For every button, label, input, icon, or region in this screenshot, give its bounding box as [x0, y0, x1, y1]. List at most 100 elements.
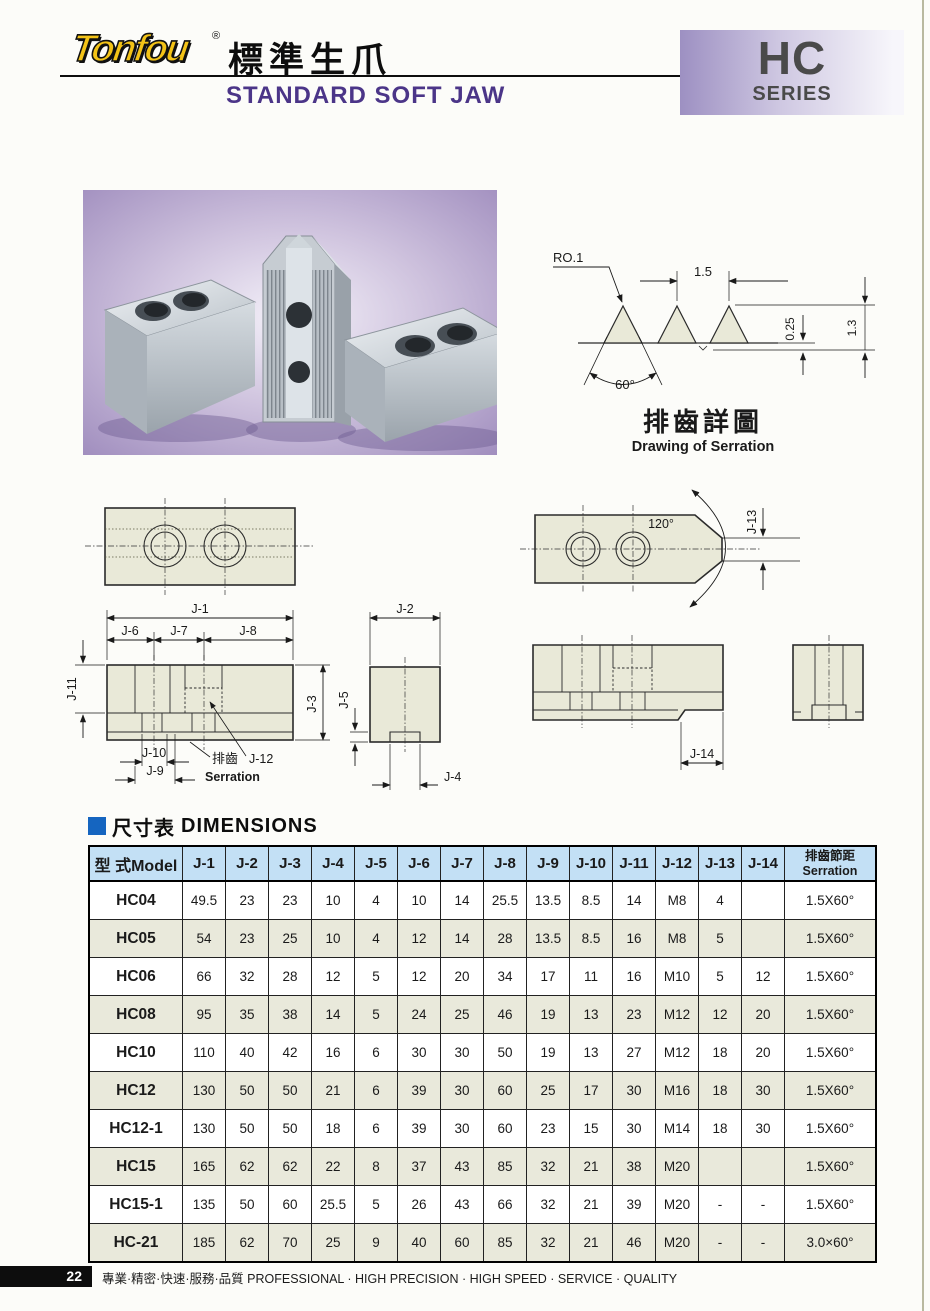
j-header-cell: J-3 [268, 845, 312, 882]
value-cell: 39 [397, 1109, 441, 1148]
series-label: SERIES [752, 83, 832, 105]
value-cell: 50 [268, 1071, 312, 1110]
serration-cell: 1.5X60° [784, 919, 877, 958]
section-marker-square [88, 817, 106, 835]
value-cell: 14 [311, 995, 355, 1034]
value-cell: 12 [311, 957, 355, 996]
value-cell: 50 [483, 1033, 527, 1072]
serration-cell: 3.0×60° [784, 1223, 877, 1263]
value-cell: 49.5 [182, 880, 226, 920]
value-cell [698, 1147, 742, 1186]
value-cell: 5 [698, 919, 742, 958]
jaw-side-profile-view: J-14 [532, 635, 724, 770]
value-cell: 16 [311, 1033, 355, 1072]
value-cell: 14 [440, 919, 484, 958]
value-cell: M8 [655, 919, 699, 958]
value-cell: 28 [268, 957, 312, 996]
value-cell: 20 [741, 1033, 785, 1072]
j-header-cell: J-8 [483, 845, 527, 882]
value-cell: M14 [655, 1109, 699, 1148]
j1-label: J-1 [191, 602, 208, 616]
value-cell: 42 [268, 1033, 312, 1072]
left-jaw-block [98, 279, 258, 442]
j9-label: J-9 [146, 764, 163, 778]
model-cell: HC12-1 [88, 1109, 183, 1148]
value-cell: 5 [698, 957, 742, 996]
series-badge: HC SERIES [680, 30, 904, 115]
value-cell: 30 [440, 1033, 484, 1072]
serration-cell: 1.5X60° [784, 880, 877, 920]
value-cell: 13 [569, 995, 613, 1034]
model-cell: HC15-1 [88, 1185, 183, 1224]
value-cell: M20 [655, 1147, 699, 1186]
value-cell: 25 [440, 995, 484, 1034]
value-cell: M16 [655, 1071, 699, 1110]
depth-label: 0.25 [783, 317, 797, 341]
j12-label: J-12 [249, 752, 273, 766]
value-cell: 54 [182, 919, 226, 958]
value-cell: 46 [612, 1223, 656, 1263]
j-header-cell: J-10 [569, 845, 613, 882]
value-cell: - [741, 1223, 785, 1263]
j14-label: J-14 [690, 747, 714, 761]
j3-label: J-3 [305, 695, 319, 712]
value-cell: 9 [354, 1223, 398, 1263]
value-cell: 50 [225, 1109, 269, 1148]
radius-label: RO.1 [553, 250, 583, 265]
value-cell: 23 [268, 880, 312, 920]
value-cell: 21 [311, 1071, 355, 1110]
value-cell: 18 [698, 1033, 742, 1072]
value-cell: 23 [526, 1109, 570, 1148]
value-cell: 25 [268, 919, 312, 958]
value-cell: 19 [526, 995, 570, 1034]
value-cell: 30 [741, 1109, 785, 1148]
serration-cell: 1.5X60° [784, 957, 877, 996]
j5-label: J-5 [337, 691, 351, 708]
model-cell: HC06 [88, 957, 183, 996]
model-cell: HC04 [88, 880, 183, 920]
value-cell: 66 [182, 957, 226, 996]
value-cell: 66 [483, 1185, 527, 1224]
value-cell: 32 [526, 1223, 570, 1263]
serration-cell: 1.5X60° [784, 995, 877, 1034]
product-photo [83, 190, 497, 455]
value-cell: 17 [526, 957, 570, 996]
value-cell: 4 [354, 880, 398, 920]
value-cell: 25 [311, 1223, 355, 1263]
value-cell: 26 [397, 1185, 441, 1224]
value-cell: 38 [612, 1147, 656, 1186]
value-cell: 4 [354, 919, 398, 958]
j8-label: J-8 [239, 624, 256, 638]
value-cell: 30 [440, 1109, 484, 1148]
value-cell: 21 [569, 1147, 613, 1186]
value-cell: 21 [569, 1223, 613, 1263]
value-cell: 46 [483, 995, 527, 1034]
value-cell: 4 [698, 880, 742, 920]
value-cell: 165 [182, 1147, 226, 1186]
j7-label: J-7 [170, 624, 187, 638]
value-cell: 24 [397, 995, 441, 1034]
j13-label: J-13 [745, 510, 759, 534]
value-cell: 30 [612, 1071, 656, 1110]
value-cell: 38 [268, 995, 312, 1034]
dimensions-section-heading: 尺寸表 DIMENSIONS [88, 814, 318, 840]
right-jaw-block [338, 307, 497, 451]
value-cell: 6 [354, 1071, 398, 1110]
serration-cell: 1.5X60° [784, 1071, 877, 1110]
value-cell: 40 [225, 1033, 269, 1072]
value-cell: 43 [440, 1147, 484, 1186]
j-header-cell: J-1 [182, 845, 226, 882]
j-header-cell: J-11 [612, 845, 656, 882]
dimensions-title-zh: 尺寸表 [112, 817, 175, 840]
value-cell: 39 [612, 1185, 656, 1224]
serration-cell: 1.5X60° [784, 1109, 877, 1148]
brand-logo: Tonfou [68, 27, 191, 71]
value-cell [741, 919, 785, 958]
